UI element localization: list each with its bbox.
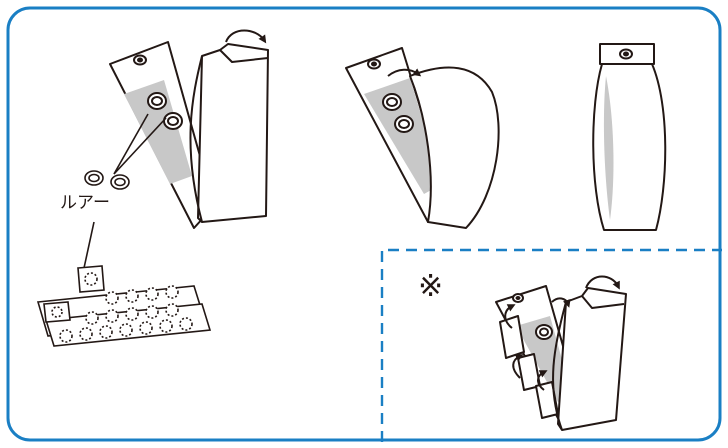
diagram-frame: ルアー bbox=[6, 6, 722, 442]
instruction-diagram: ルアー bbox=[6, 6, 722, 442]
step-3-closed-package bbox=[593, 44, 665, 230]
lure-label: ルアー bbox=[60, 193, 110, 213]
note-mark: ※ bbox=[418, 269, 443, 304]
